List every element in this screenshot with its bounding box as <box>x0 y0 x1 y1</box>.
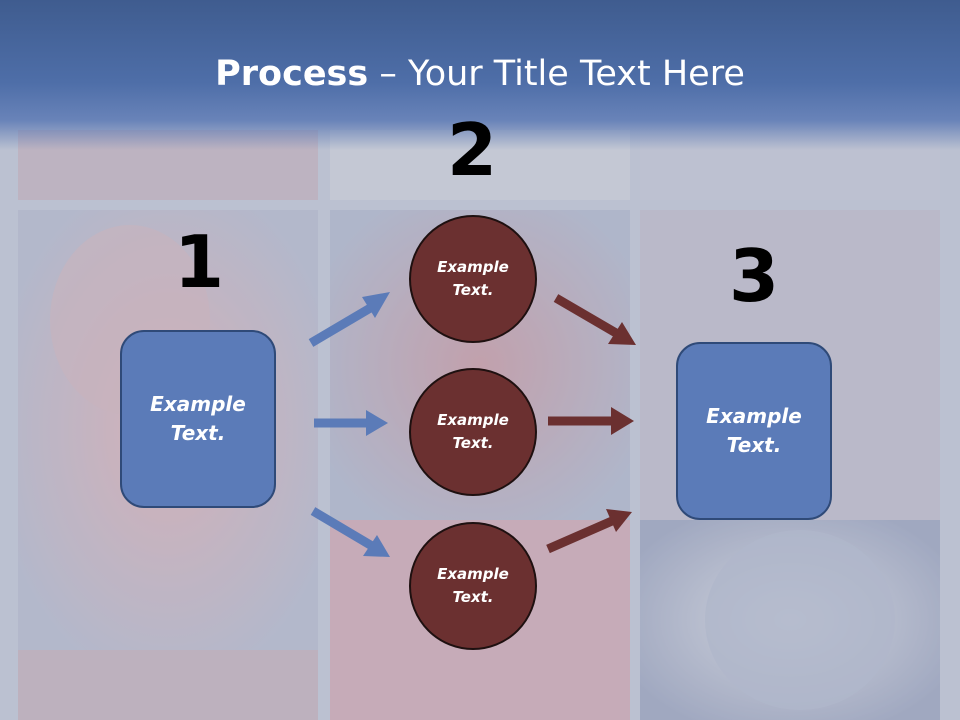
right-box: Example Text. <box>676 342 832 520</box>
circle-2: Example Text. <box>409 368 537 496</box>
slide-title: Process – Your Title Text Here <box>0 52 960 96</box>
title-bold: Process <box>215 54 369 94</box>
arrow-from-circle-3 <box>546 509 632 554</box>
arrow-to-circle-1 <box>308 292 390 347</box>
arrow-from-circle-1 <box>553 294 636 345</box>
step-number-1: 1 <box>173 220 225 304</box>
left-box-text: Example Text. <box>150 392 246 445</box>
circle-1: Example Text. <box>409 215 537 343</box>
left-box: Example Text. <box>120 330 276 508</box>
title-rest: – Your Title Text Here <box>368 54 745 94</box>
arrow-to-circle-3 <box>310 507 390 557</box>
arrow-from-circle-2 <box>548 407 634 435</box>
circle-1-text: Example Text. <box>437 258 509 299</box>
title-banner <box>0 0 960 150</box>
arrow-to-circle-2 <box>314 410 388 436</box>
circle-3: Example Text. <box>409 522 537 650</box>
step-number-2: 2 <box>446 108 498 192</box>
right-box-text: Example Text. <box>706 404 802 457</box>
step-number-3: 3 <box>728 234 780 318</box>
circle-2-text: Example Text. <box>437 411 509 452</box>
circle-3-text: Example Text. <box>437 565 509 606</box>
